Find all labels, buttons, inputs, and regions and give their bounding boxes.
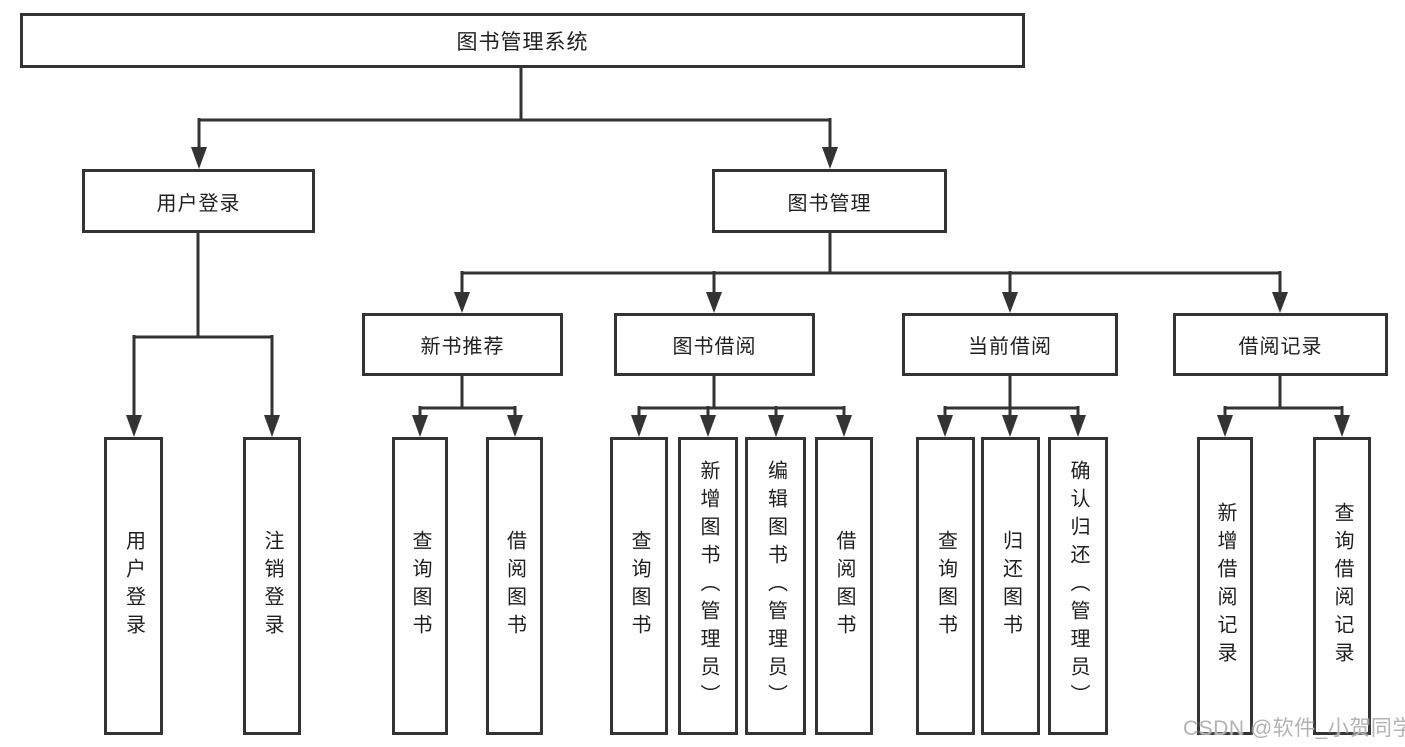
leaf-query-books: 查询图书 xyxy=(610,437,668,735)
edge-root-to-level2 xyxy=(191,68,838,169)
leaf-user-login: 用户登录 xyxy=(104,437,163,735)
edge-records-to-leaves xyxy=(1217,376,1350,437)
edge-mgmt-to-level3 xyxy=(454,233,1288,313)
csdn-watermark: CSDN @软件_小贺同学 xyxy=(1183,717,1405,740)
edge-login-to-leaves xyxy=(126,233,280,437)
node-borrow-records: 借阅记录 xyxy=(1173,313,1388,376)
leaf-confirm-return-admin: 确认归还（管理员） xyxy=(1048,437,1108,735)
leaf-logout: 注销登录 xyxy=(243,437,301,735)
leaf-query-books: 查询图书 xyxy=(916,437,975,735)
node-user-login: 用户登录 xyxy=(82,169,315,233)
edge-current-to-leaves xyxy=(937,376,1086,437)
node-book-borrow: 图书借阅 xyxy=(614,313,815,376)
node-current-borrow: 当前借阅 xyxy=(902,313,1118,376)
edge-borrow-to-leaves xyxy=(631,376,852,437)
leaf-query-borrow-record: 查询借阅记录 xyxy=(1313,437,1371,735)
leaf-borrow-books: 借阅图书 xyxy=(815,437,873,735)
leaf-query-books: 查询图书 xyxy=(392,437,448,735)
edge-newbook-to-leaves xyxy=(412,376,523,437)
leaf-add-borrow-record: 新增借阅记录 xyxy=(1197,437,1253,735)
leaf-borrow-books: 借阅图书 xyxy=(486,437,543,735)
leaf-return-books: 归还图书 xyxy=(981,437,1040,735)
node-book-management: 图书管理 xyxy=(712,169,947,233)
node-new-book-recommend: 新书推荐 xyxy=(362,313,563,376)
leaf-add-books-admin: 新增图书（管理员） xyxy=(678,437,738,735)
node-root-system: 图书管理系统 xyxy=(20,13,1025,68)
leaf-edit-books-admin: 编辑图书（管理员） xyxy=(745,437,806,735)
